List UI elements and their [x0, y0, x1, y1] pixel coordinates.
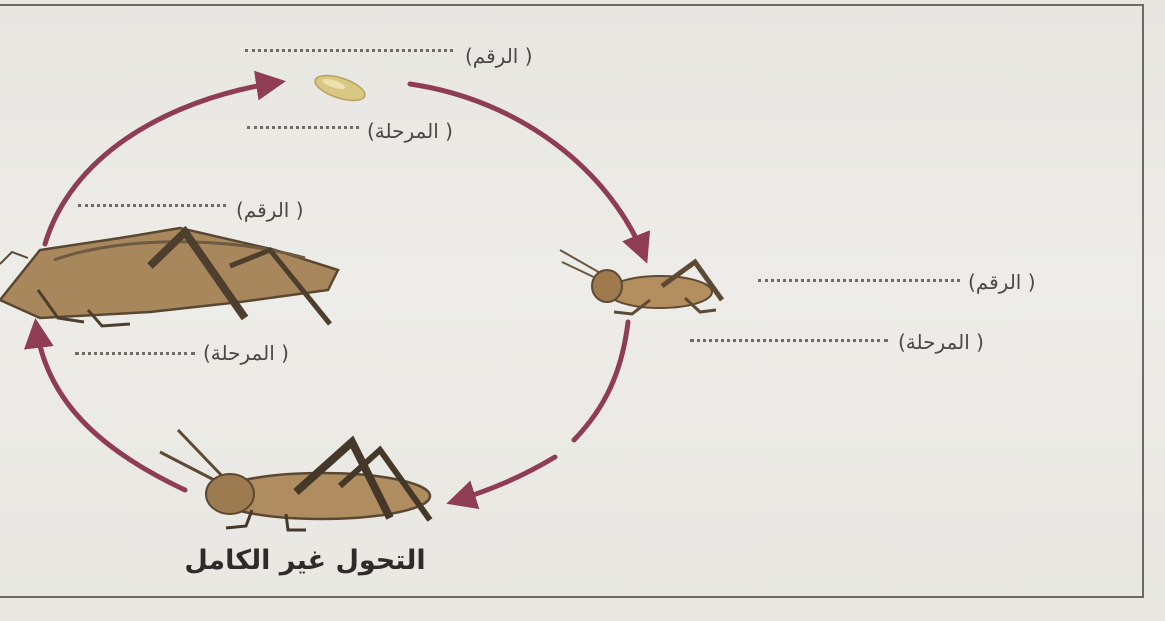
- label-number-top: ( الرقم): [465, 44, 533, 68]
- label-stage-right: ( المرحلة): [898, 330, 984, 354]
- label-stage-left: ( المرحلة): [203, 341, 289, 365]
- blank-number-left[interactable]: [78, 204, 226, 207]
- diagram-title: التحول غير الكامل: [184, 545, 426, 576]
- arrow-to-bottom-nymph: [446, 454, 558, 510]
- nymph-small-icon: [559, 249, 725, 316]
- arrow-egg-to-nymph: [407, 81, 651, 264]
- arrow-adult-to-egg: [42, 70, 286, 247]
- blank-stage-left[interactable]: [75, 352, 195, 355]
- blank-number-top[interactable]: [245, 49, 453, 52]
- arrow-nymph-down: [571, 319, 631, 443]
- blank-stage-top[interactable]: [247, 126, 359, 129]
- egg-icon: [314, 74, 366, 102]
- adult-grasshopper-icon: [0, 225, 340, 328]
- label-stage-top: ( المرحلة): [367, 119, 453, 143]
- blank-number-right[interactable]: [758, 279, 960, 282]
- nymph-large-icon: [159, 428, 433, 532]
- label-number-right: ( الرقم): [968, 270, 1036, 294]
- blank-stage-right[interactable]: [690, 339, 888, 342]
- label-number-left: ( الرقم): [236, 198, 304, 222]
- diagram-frame: [0, 4, 1144, 598]
- arrow-bottom-to-adult: [23, 318, 188, 493]
